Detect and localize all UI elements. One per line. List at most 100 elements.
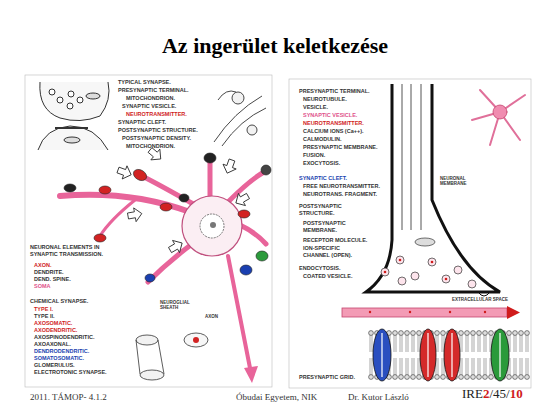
soma — [182, 196, 242, 256]
presynaptic-terminal-part — [366, 84, 500, 292]
part-label: SOMATOSOMATIC. — [34, 355, 84, 362]
part-label: SYNAPTIC CLEFT. — [118, 119, 166, 126]
part-label: GLOMERULUS. — [34, 362, 75, 369]
presynaptic-terminal-part-part — [454, 266, 462, 274]
typical-synapse-part — [40, 82, 109, 121]
axon-terminals-part — [94, 234, 106, 242]
axon-terminals-part — [99, 186, 111, 194]
arrow-symbols — [116, 145, 252, 256]
soma-part — [210, 222, 216, 228]
presynaptic-terminal-part — [384, 259, 448, 281]
axon-terminals-part — [179, 194, 189, 202]
presynaptic-terminal — [366, 84, 500, 296]
postsynaptic-band-part — [342, 308, 507, 317]
membrane-bilayer-part — [382, 333, 500, 377]
part-label: SOMA — [34, 283, 51, 290]
part-label: PRESYNAPTIC GRID. — [299, 374, 355, 381]
axon-terminals-part — [160, 203, 172, 211]
part-label: AXODENDRITIC. — [34, 327, 77, 334]
part-label: ELECTROTONIC SYNAPSE. — [34, 369, 107, 376]
part-label: AXOSOMATIC. — [34, 320, 72, 327]
part-label: SYNAPTIC VESICLE. — [303, 112, 357, 119]
neuron-part — [240, 225, 266, 244]
small-neuron-part — [493, 105, 507, 119]
part-label: EXTRACELLULAR SPACE — [452, 297, 508, 302]
synapse-sketch — [214, 91, 266, 146]
part-label: AXOSPINODENDRITIC. — [34, 334, 95, 341]
right-panel — [289, 79, 531, 388]
membrane-bilayer-part — [368, 330, 530, 380]
typical-synapse-part — [64, 137, 80, 143]
axon-terminals-part — [261, 165, 271, 175]
glomerulus-sketch-part — [136, 335, 158, 345]
glomerulus-sketch-part — [193, 337, 199, 343]
typical-synapse-part — [67, 103, 73, 109]
presynaptic-terminal-part-part — [384, 271, 387, 274]
part-label: MITOCHONDRION. — [126, 143, 175, 150]
axon-arrowhead — [244, 366, 258, 383]
part-label: DENDRITE. — [34, 269, 64, 276]
page-number-part: /45/ — [489, 386, 509, 401]
presynaptic-terminal-part — [381, 256, 476, 288]
synapse-sketch-part — [232, 92, 244, 104]
part-label: NEUROTUBULE. — [303, 96, 347, 103]
glomerulus-sketch-part — [140, 370, 164, 380]
part-label: FUSION. — [303, 152, 325, 159]
postsynaptic-band-part — [369, 311, 486, 313]
postsynaptic-band-part-part — [449, 311, 451, 313]
neuron-part — [208, 160, 213, 198]
axon-terminals — [64, 153, 271, 282]
membrane-bilayer — [368, 329, 530, 381]
typical-synapse-part — [49, 89, 55, 95]
axon-terminals-part — [131, 167, 148, 183]
postsynaptic-band — [342, 306, 520, 319]
arrow-symbols-part — [116, 163, 134, 181]
presynaptic-terminal-part — [415, 238, 435, 246]
part-label: TYPE I. — [34, 306, 53, 313]
presynaptic-terminal-part — [402, 84, 421, 230]
synapse-sketch-part — [218, 91, 236, 100]
footer-text: Óbudai Egyetem, NIK — [236, 392, 317, 403]
typical-synapse — [38, 82, 109, 150]
part-label: VESICLE. — [303, 104, 328, 111]
small-neuron-part — [472, 90, 525, 145]
part-label: DEND. SPINE. — [34, 276, 71, 283]
synapse-sketch-part — [222, 108, 266, 146]
postsynaptic-band-part-part — [484, 311, 486, 313]
part-label: ENDOCYTOSIS. — [299, 265, 340, 272]
part-label: POSTSYNAPTIC STRUCTURE. — [118, 127, 198, 134]
typical-synapse-part — [86, 93, 100, 99]
slide-title: Az ingerület keletkezése — [0, 33, 550, 59]
part-label: SYNAPTIC CLEFT. — [299, 175, 347, 182]
part-label: SYNAPTIC VESICLE. — [122, 103, 176, 110]
arrow-symbols-part — [221, 158, 239, 176]
postsynaptic-band-part-part — [409, 311, 411, 313]
presynaptic-terminal-part-part — [381, 268, 389, 276]
glomerulus-sketch-part — [184, 333, 208, 347]
page-number-part: 10 — [510, 386, 523, 401]
presynaptic-terminal-part-part — [431, 261, 434, 264]
axon-terminals-part — [145, 274, 155, 282]
part-label: PRESYNAPTIC TERMINAL. — [118, 87, 189, 94]
part-label: TYPE II. — [34, 313, 54, 320]
part-label: PRESYNAPTIC TERMINAL. — [299, 88, 370, 95]
part-label: POSTSYNAPTIC STRUCTURE. — [299, 203, 351, 216]
page-number-part: 2 — [483, 386, 490, 401]
part-label: AXON — [205, 314, 218, 319]
soma-part — [182, 196, 242, 256]
axon-terminals-part — [64, 184, 76, 192]
panel-frames — [25, 75, 531, 388]
part-label: NEUROTRANS. FRAGMENT. — [303, 191, 377, 198]
page-number: IRE2/45/10 — [462, 386, 523, 402]
part-label: RECEPTOR MOLECULE. — [303, 237, 367, 244]
part-label: POSTSYNAPTIC MEMBRANE. — [303, 220, 351, 233]
part-label: PRESYNAPTIC MEMBRANE. — [303, 144, 378, 151]
presynaptic-terminal-part-part — [428, 258, 436, 266]
part-label: CALMODULIN. — [303, 136, 342, 143]
part-label: NEURONAL MEMBRANE — [440, 176, 482, 187]
part-label: DENDRODENDRITIC. — [34, 348, 89, 355]
synapse-sketch-part — [247, 125, 257, 135]
arrow-symbols-part — [232, 190, 251, 209]
part-label: TYPICAL SYNAPSE. — [118, 79, 171, 86]
